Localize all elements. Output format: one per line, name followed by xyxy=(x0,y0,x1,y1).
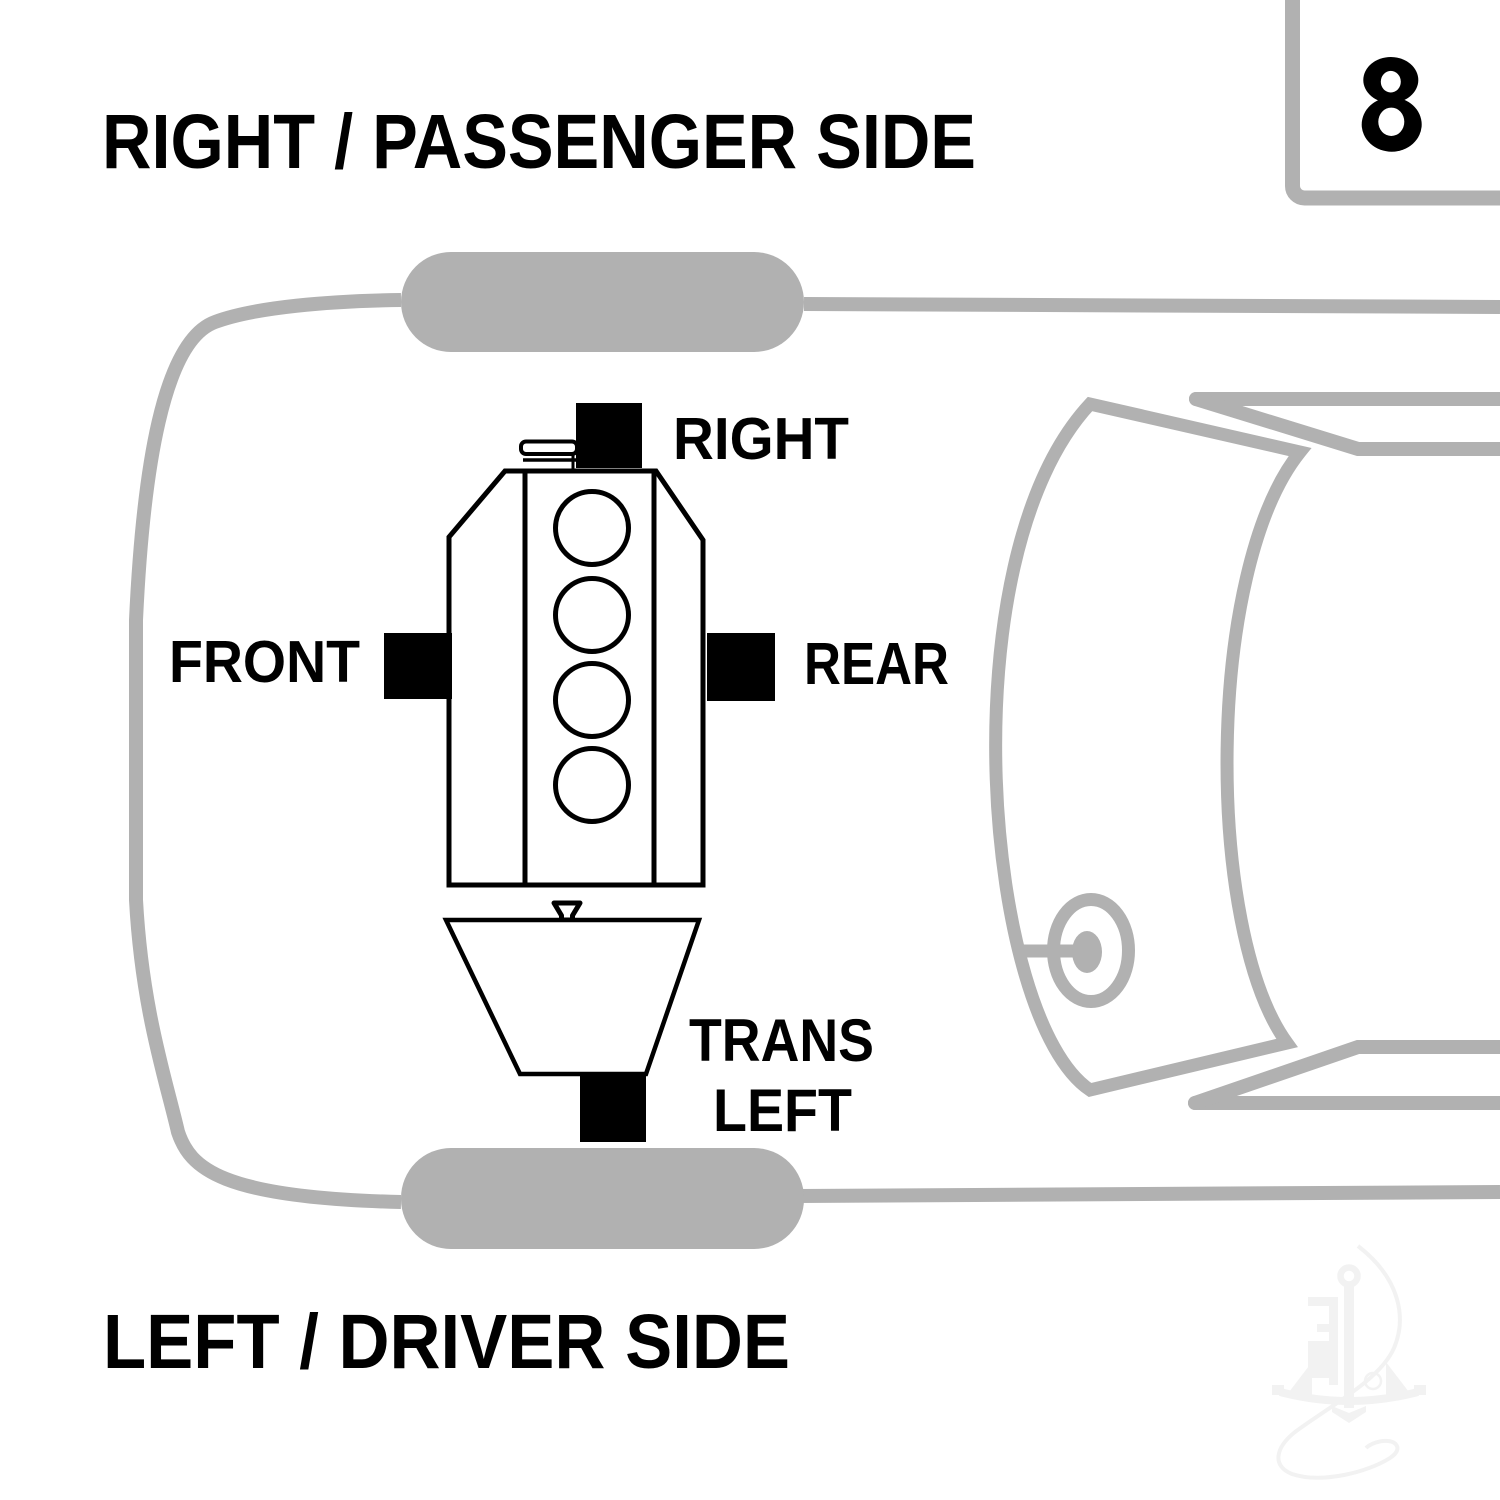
svg-text:RIGHT / PASSENGER SIDE: RIGHT / PASSENGER SIDE xyxy=(102,99,976,185)
svg-text:RIGHT: RIGHT xyxy=(673,406,849,472)
svg-text:LEFT / DRIVER SIDE: LEFT / DRIVER SIDE xyxy=(103,1299,790,1385)
svg-text:TRANS: TRANS xyxy=(689,1007,874,1074)
svg-text:FRONT: FRONT xyxy=(169,629,360,695)
svg-text:LEFT: LEFT xyxy=(713,1077,852,1144)
svg-text:REAR: REAR xyxy=(804,631,949,697)
